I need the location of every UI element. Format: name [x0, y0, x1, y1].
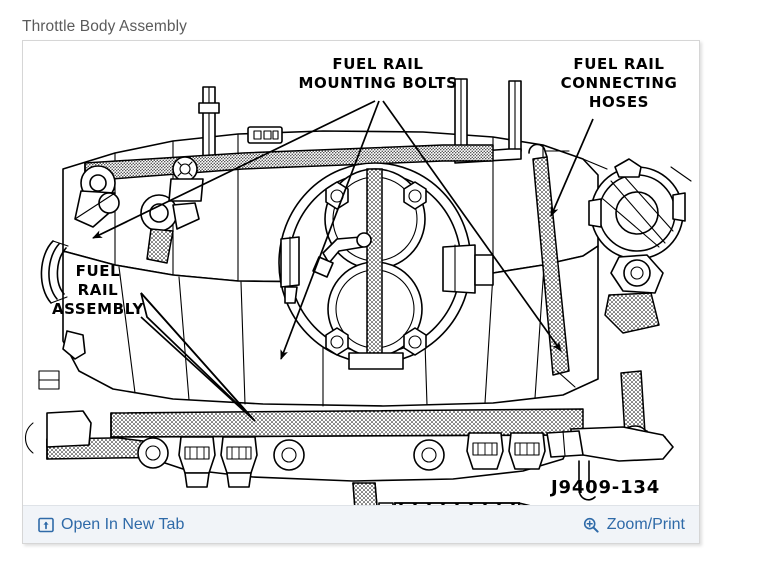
callout-connecting-hoses-line2: CONNECTING — [561, 74, 678, 92]
left-flange-bracket — [38, 240, 86, 390]
fuel-injectors — [178, 432, 546, 488]
open-in-new-tab-label: Open In New Tab — [61, 515, 185, 533]
left-top-fittings — [74, 156, 204, 264]
callout-fuel-rail-assembly-line2: RAIL — [78, 281, 119, 299]
callout-fuel-rail-assembly-line3: ASSEMBLY — [52, 300, 145, 318]
callout-mounting-bolts-line2: MOUNTING BOLTS — [298, 74, 457, 92]
open-in-new-tab-icon — [37, 516, 54, 533]
callout-fuel-rail-mounting-bolts: FUEL RAIL MOUNTING BOLTS — [92, 55, 562, 360]
page-title: Throttle Body Assembly — [22, 18, 188, 35]
throttle-body-assembly-diagram: FUEL RAIL MOUNTING BOLTS FUEL RAIL CONNE… — [23, 41, 699, 505]
throttle-body-corner-bolts — [325, 181, 427, 356]
callout-connecting-hoses-line3: HOSES — [589, 93, 649, 111]
diagram-viewer-footer: Open In New Tab Zoom/Print — [23, 505, 699, 543]
open-in-new-tab-link[interactable]: Open In New Tab — [37, 516, 184, 533]
zoom-print-link[interactable]: Zoom/Print — [583, 516, 685, 533]
zoom-print-label: Zoom/Print — [606, 515, 685, 533]
callout-connecting-hoses-line1: FUEL RAIL — [573, 55, 664, 73]
callout-fuel-rail-assembly: FUEL RAIL ASSEMBLY — [52, 262, 256, 422]
throttle-body — [278, 162, 494, 370]
right-round-valve — [582, 158, 692, 334]
diagram-viewer-panel: FUEL RAIL MOUNTING BOLTS FUEL RAIL CONNE… — [22, 40, 700, 544]
callout-fuel-rail-connecting-hoses: FUEL RAIL CONNECTING HOSES — [550, 55, 678, 217]
fuel-rail-connecting-hose — [528, 143, 576, 388]
callout-fuel-rail-assembly-line1: FUEL — [76, 262, 121, 280]
magnifier-plus-icon — [583, 516, 600, 533]
diagram-stage[interactable]: FUEL RAIL MOUNTING BOLTS FUEL RAIL CONNE… — [23, 41, 699, 505]
right-lower-hook — [578, 460, 596, 501]
diagram-part-number: J9409-134 — [549, 477, 660, 498]
callout-mounting-bolts-line1: FUEL RAIL — [332, 55, 423, 73]
braided-fuel-hose — [352, 482, 531, 505]
